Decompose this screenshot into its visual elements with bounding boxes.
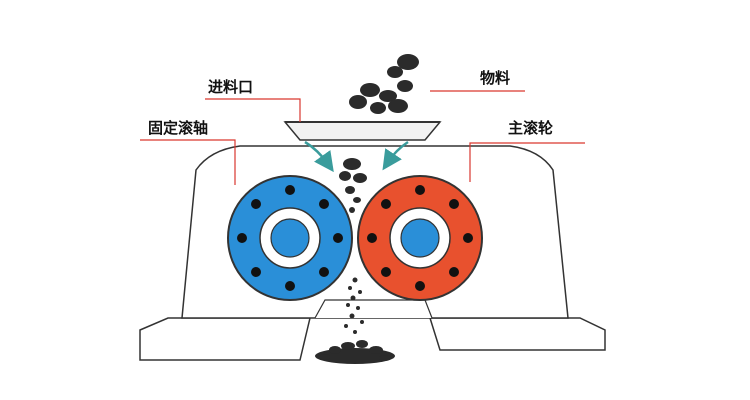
left-feed-arrow — [304, 140, 334, 173]
leader-fixed-roller-shaft — [140, 139, 236, 185]
label-feed-inlet: 进料口 — [208, 78, 254, 96]
label-material: 物料 — [480, 69, 511, 87]
label-main-roller: 主滚轮 — [508, 119, 554, 137]
leader-main-roller — [469, 142, 585, 182]
material-in-nip — [339, 158, 367, 213]
left-base-plate — [139, 317, 311, 361]
crushed-output — [344, 277, 364, 334]
roller-gap — [314, 299, 433, 319]
incoming-material — [349, 54, 419, 114]
leader-feed-inlet — [205, 98, 301, 122]
feed-hopper — [283, 121, 442, 141]
right-feed-arrow — [382, 140, 409, 171]
right-base-plate — [428, 317, 606, 351]
label-fixed-roller-shaft: 固定滚轴 — [148, 119, 209, 137]
fixed-roller — [227, 175, 353, 301]
material-pile — [315, 340, 395, 364]
main-roller — [357, 175, 483, 301]
